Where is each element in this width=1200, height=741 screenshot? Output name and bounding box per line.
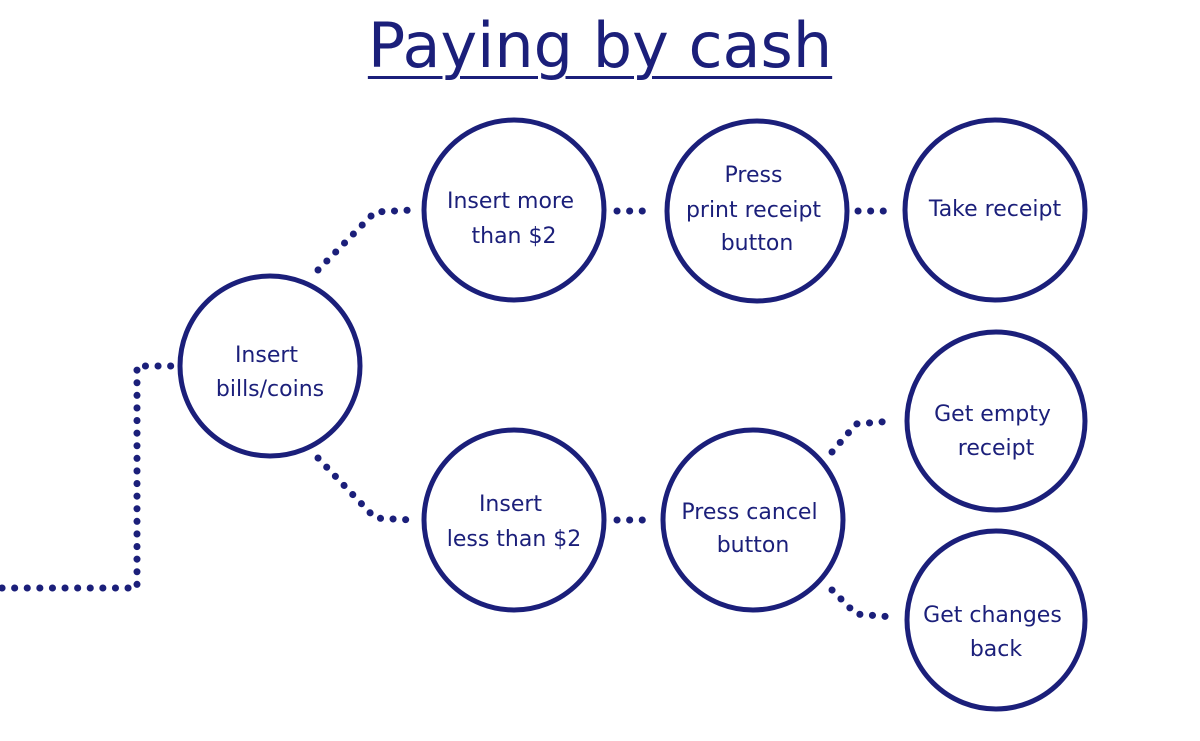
connector-insert-bills-to-insert-more bbox=[314, 206, 416, 274]
node-label-line: Press bbox=[725, 163, 783, 188]
node-label-line: bills/coins bbox=[216, 377, 324, 402]
node-label-line: Get empty bbox=[934, 402, 1051, 427]
node-label: Press cancel button bbox=[681, 500, 824, 558]
node-label: Take receipt bbox=[928, 197, 1062, 222]
node-insert-bills-coins: Insert bills/coins bbox=[177, 273, 363, 459]
node-label: Get empty receipt bbox=[934, 402, 1058, 461]
node-label-line: back bbox=[970, 637, 1023, 662]
node-label: Insert less than $2 bbox=[447, 492, 582, 552]
connector-insert-bills-to-insert-less bbox=[314, 454, 416, 524]
node-label-line: Get changes bbox=[923, 603, 1062, 628]
connector-press-cancel-to-changes-back bbox=[828, 586, 897, 621]
node-label: Insert more than $2 bbox=[447, 189, 581, 249]
node-press-cancel-button: Press cancel button bbox=[660, 427, 846, 613]
node-get-empty-receipt: Get empty receipt bbox=[904, 329, 1088, 513]
node-label-line: Press cancel bbox=[681, 500, 817, 525]
node-label-line: Insert bbox=[235, 343, 298, 368]
node-label: Press print receipt button bbox=[686, 163, 828, 256]
node-get-changes-back: Get changes back bbox=[904, 528, 1088, 712]
node-label-line: button bbox=[721, 231, 794, 256]
node-label-line: print receipt bbox=[686, 198, 821, 223]
page-title: Paying by cash bbox=[367, 9, 833, 82]
node-label-line: button bbox=[717, 533, 790, 558]
node-label-line: Take receipt bbox=[928, 197, 1062, 222]
node-label-line: Insert more bbox=[447, 189, 574, 214]
node-label-line: Insert bbox=[479, 492, 542, 517]
node-insert-less-than-2: Insert less than $2 bbox=[421, 427, 607, 613]
node-label-line: than $2 bbox=[472, 224, 557, 249]
connector-press-cancel-to-empty-receipt bbox=[828, 417, 897, 456]
node-insert-more-than-2: Insert more than $2 bbox=[421, 117, 607, 303]
node-label: Get changes back bbox=[923, 603, 1069, 662]
node-press-print-receipt-button: Press print receipt button bbox=[664, 118, 850, 304]
connector-start-to-insert-bills bbox=[0, 362, 176, 592]
node-label: Insert bills/coins bbox=[216, 343, 324, 402]
node-label-line: less than $2 bbox=[447, 527, 582, 552]
node-take-receipt: Take receipt bbox=[902, 117, 1088, 303]
node-label-line: receipt bbox=[958, 436, 1035, 461]
